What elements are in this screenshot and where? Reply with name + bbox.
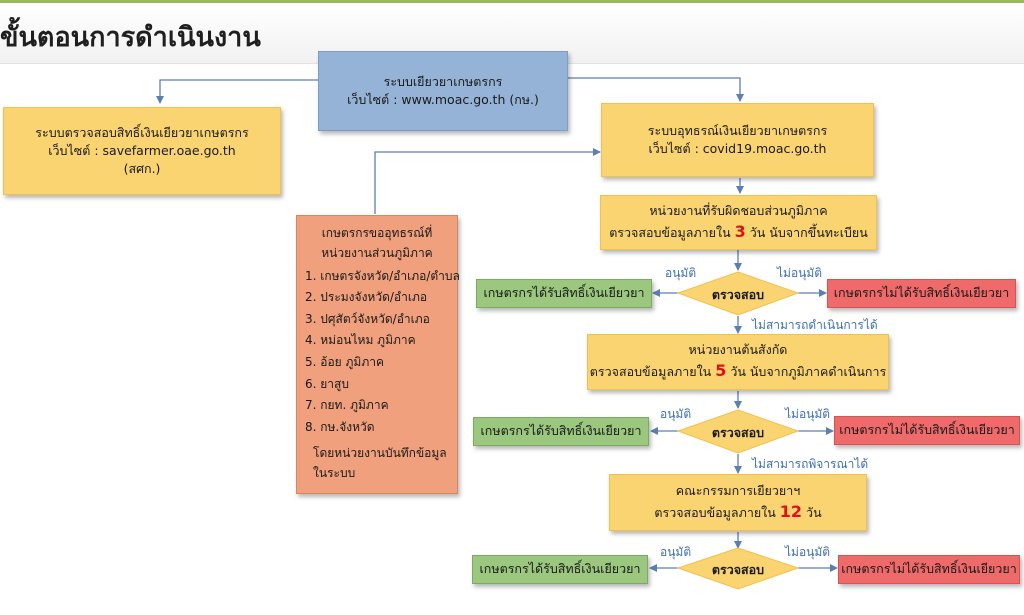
step3-deadline-prefix: ตรวจสอบข้อมูลภายใน bbox=[654, 504, 776, 520]
check3-rejected-label: ไม่อนุมัติ bbox=[785, 545, 831, 559]
list-item: 8. กษ.จังหวัด bbox=[305, 419, 375, 434]
step1-next-label: ไม่สามารถดำเนินการได้ bbox=[752, 318, 878, 332]
appeal-list-heading: เกษตรกรขออุทธรณ์ที่ หน่วยงานส่วนภูมิภาค bbox=[321, 224, 432, 264]
step2-days-number: 5 bbox=[715, 361, 727, 381]
check-system-box: ระบบตรวจสอบสิทธิ์เงินเยียวยาเกษตรกร เว็บ… bbox=[3, 107, 281, 195]
step3-rejected-text: เกษตรกรไม่ได้รับสิทธิ์เงินเยียวยา bbox=[841, 561, 1017, 577]
step2-next-label: ไม่สามารถพิจารณาได้ bbox=[752, 457, 869, 471]
step1-agency: หน่วยงานที่รับผิดชอบส่วนภูมิภาค bbox=[649, 202, 828, 218]
appeal-system-website: เว็บไซต์ : covid19.moac.go.th bbox=[648, 141, 827, 156]
check-system-website: เว็บไซต์ : savefarmer.oae.go.th bbox=[48, 142, 236, 158]
decision-diamond-2 bbox=[676, 409, 800, 454]
appeal-system-box: ระบบอุทธรณ์เงินเยียวยาเกษตรกร เว็บไซต์ :… bbox=[601, 103, 874, 177]
appeal-list-heading-line1: เกษตรกรขออุทธรณ์ที่ bbox=[321, 226, 433, 240]
step1-rejected-result: เกษตรกรไม่ได้รับสิทธิ์เงินเยียวยา bbox=[827, 279, 1016, 308]
step2-approved-text: เกษตรกรได้รับสิทธิ์เงินเยียวยา bbox=[480, 423, 642, 439]
step1-box: หน่วยงานที่รับผิดชอบส่วนภูมิภาค ตรวจสอบข… bbox=[600, 195, 877, 250]
appeal-list-note: โดยหน่วยงานบันทึกข้อมูล ในระบบ bbox=[305, 444, 447, 482]
list-item: 1. เกษตรจังหวัด/อำเภอ/ตำบล bbox=[305, 268, 460, 283]
top-system-box: ระบบเยียวยาเกษตรกร เว็บไซต์ : www.moac.g… bbox=[318, 51, 568, 131]
top-system-name: ระบบเยียวยาเกษตรกร bbox=[383, 73, 503, 89]
step3-deadline-suffix: วัน bbox=[806, 504, 822, 520]
step1-approved-result: เกษตรกรได้รับสิทธิ์เงินเยียวยา bbox=[476, 279, 652, 308]
step2-deadline-suffix: วัน นับจากภูมิภาคดำเนินการ bbox=[730, 364, 887, 380]
check1-approved-label: อนุมัติ bbox=[665, 266, 697, 280]
arrow-list-to-appeal-system bbox=[374, 148, 601, 214]
check1-label: ตรวจสอบ bbox=[711, 287, 765, 302]
arrow-top-to-check-system bbox=[156, 79, 318, 104]
step1-approved-text: เกษตรกรได้รับสิทธิ์เงินเยียวยา bbox=[483, 285, 645, 301]
check2-rejected-label: ไม่อนุมัติ bbox=[785, 407, 831, 421]
top-accent-line bbox=[0, 0, 1024, 3]
list-item: 6. ยาสูบ bbox=[305, 376, 349, 391]
step2-box: หน่วยงานต้นสังกัด ตรวจสอบข้อมูลภายใน 5 ว… bbox=[587, 334, 889, 390]
step1-deadline-suffix: วัน นับจากขึ้นทะเบียน bbox=[749, 224, 868, 240]
step3-box: คณะกรรมการเยียวยาฯ ตรวจสอบข้อมูลภายใน 12… bbox=[609, 474, 867, 531]
step3-deadline: ตรวจสอบข้อมูลภายใน 12 วัน bbox=[654, 500, 821, 523]
list-item: 7. กยท. ภูมิภาค bbox=[305, 398, 389, 413]
appeal-agency-list: เกษตรกรขออุทธรณ์ที่ หน่วยงานส่วนภูมิภาค … bbox=[296, 215, 460, 494]
step2-approved-result: เกษตรกรได้รับสิทธิ์เงินเยียวยา bbox=[473, 417, 649, 446]
check-system-name: ระบบตรวจสอบสิทธิ์เงินเยียวยาเกษตรกร bbox=[35, 124, 249, 140]
step1-rejected-text: เกษตรกรไม่ได้รับสิทธิ์เงินเยียวยา bbox=[833, 285, 1010, 301]
step2-rejected-text: เกษตรกรไม่ได้รับสิทธิ์เงินเยียวยา bbox=[839, 422, 1015, 438]
check2-label: ตรวจสอบ bbox=[711, 425, 765, 440]
step2-agency: หน่วยงานต้นสังกัด bbox=[688, 342, 788, 358]
check3-label: ตรวจสอบ bbox=[711, 562, 765, 577]
check3-approved-label: อนุมัติ bbox=[660, 545, 692, 559]
decision-diamond-3 bbox=[676, 547, 800, 590]
step3-approved-text: เกษตรกรได้รับสิทธิ์เงินเยียวยา bbox=[479, 561, 641, 577]
arrow-top-to-appeal-system bbox=[568, 77, 744, 102]
list-item: 3. ปศุสัตว์จังหวัด/อำเภอ bbox=[305, 311, 430, 326]
appeal-system-name: ระบบอุทธรณ์เงินเยียวยาเกษตรกร bbox=[647, 122, 828, 138]
appeal-list-note-line1: โดยหน่วยงานบันทึกข้อมูล bbox=[313, 446, 447, 461]
check1-rejected-label: ไม่อนุมัติ bbox=[777, 266, 823, 280]
step3-rejected-result: เกษตรกรไม่ได้รับสิทธิ์เงินเยียวยา bbox=[838, 555, 1020, 584]
step3-agency: คณะกรรมการเยียวยาฯ bbox=[675, 482, 801, 498]
step2-deadline: ตรวจสอบข้อมูลภายใน 5 วัน นับจากภูมิภาคดำ… bbox=[590, 359, 886, 382]
step3-approved-result: เกษตรกรได้รับสิทธิ์เงินเยียวยา bbox=[472, 555, 648, 584]
step1-deadline: ตรวจสอบข้อมูลภายใน 3 วัน นับจากขึ้นทะเบี… bbox=[609, 220, 868, 243]
appeal-list-note-line2: ในระบบ bbox=[313, 465, 356, 480]
step3-days-number: 12 bbox=[779, 501, 803, 521]
list-item: 4. หม่อนไหม ภูมิภาค bbox=[305, 333, 416, 348]
appeal-list-heading-line2: หน่วยงานส่วนภูมิภาค bbox=[321, 245, 433, 260]
list-item: 2. ประมงจังหวัด/อำเภอ bbox=[305, 290, 428, 305]
step1-deadline-prefix: ตรวจสอบข้อมูลภายใน bbox=[609, 224, 731, 240]
check-system-agency: (สศก.) bbox=[123, 161, 161, 177]
step2-rejected-result: เกษตรกรไม่ได้รับสิทธิ์เงินเยียวยา bbox=[834, 416, 1020, 445]
top-system-website: เว็บไซต์ : www.moac.go.th (กษ.) bbox=[347, 92, 539, 107]
step1-days-number: 3 bbox=[734, 221, 746, 241]
list-item: 5. อ้อย ภูมิภาค bbox=[305, 354, 385, 369]
check2-approved-label: อนุมัติ bbox=[660, 407, 692, 421]
decision-diamond-1 bbox=[676, 271, 800, 316]
page-title: ขั้นตอนการดำเนินงาน bbox=[0, 22, 261, 53]
step2-deadline-prefix: ตรวจสอบข้อมูลภายใน bbox=[589, 364, 712, 380]
